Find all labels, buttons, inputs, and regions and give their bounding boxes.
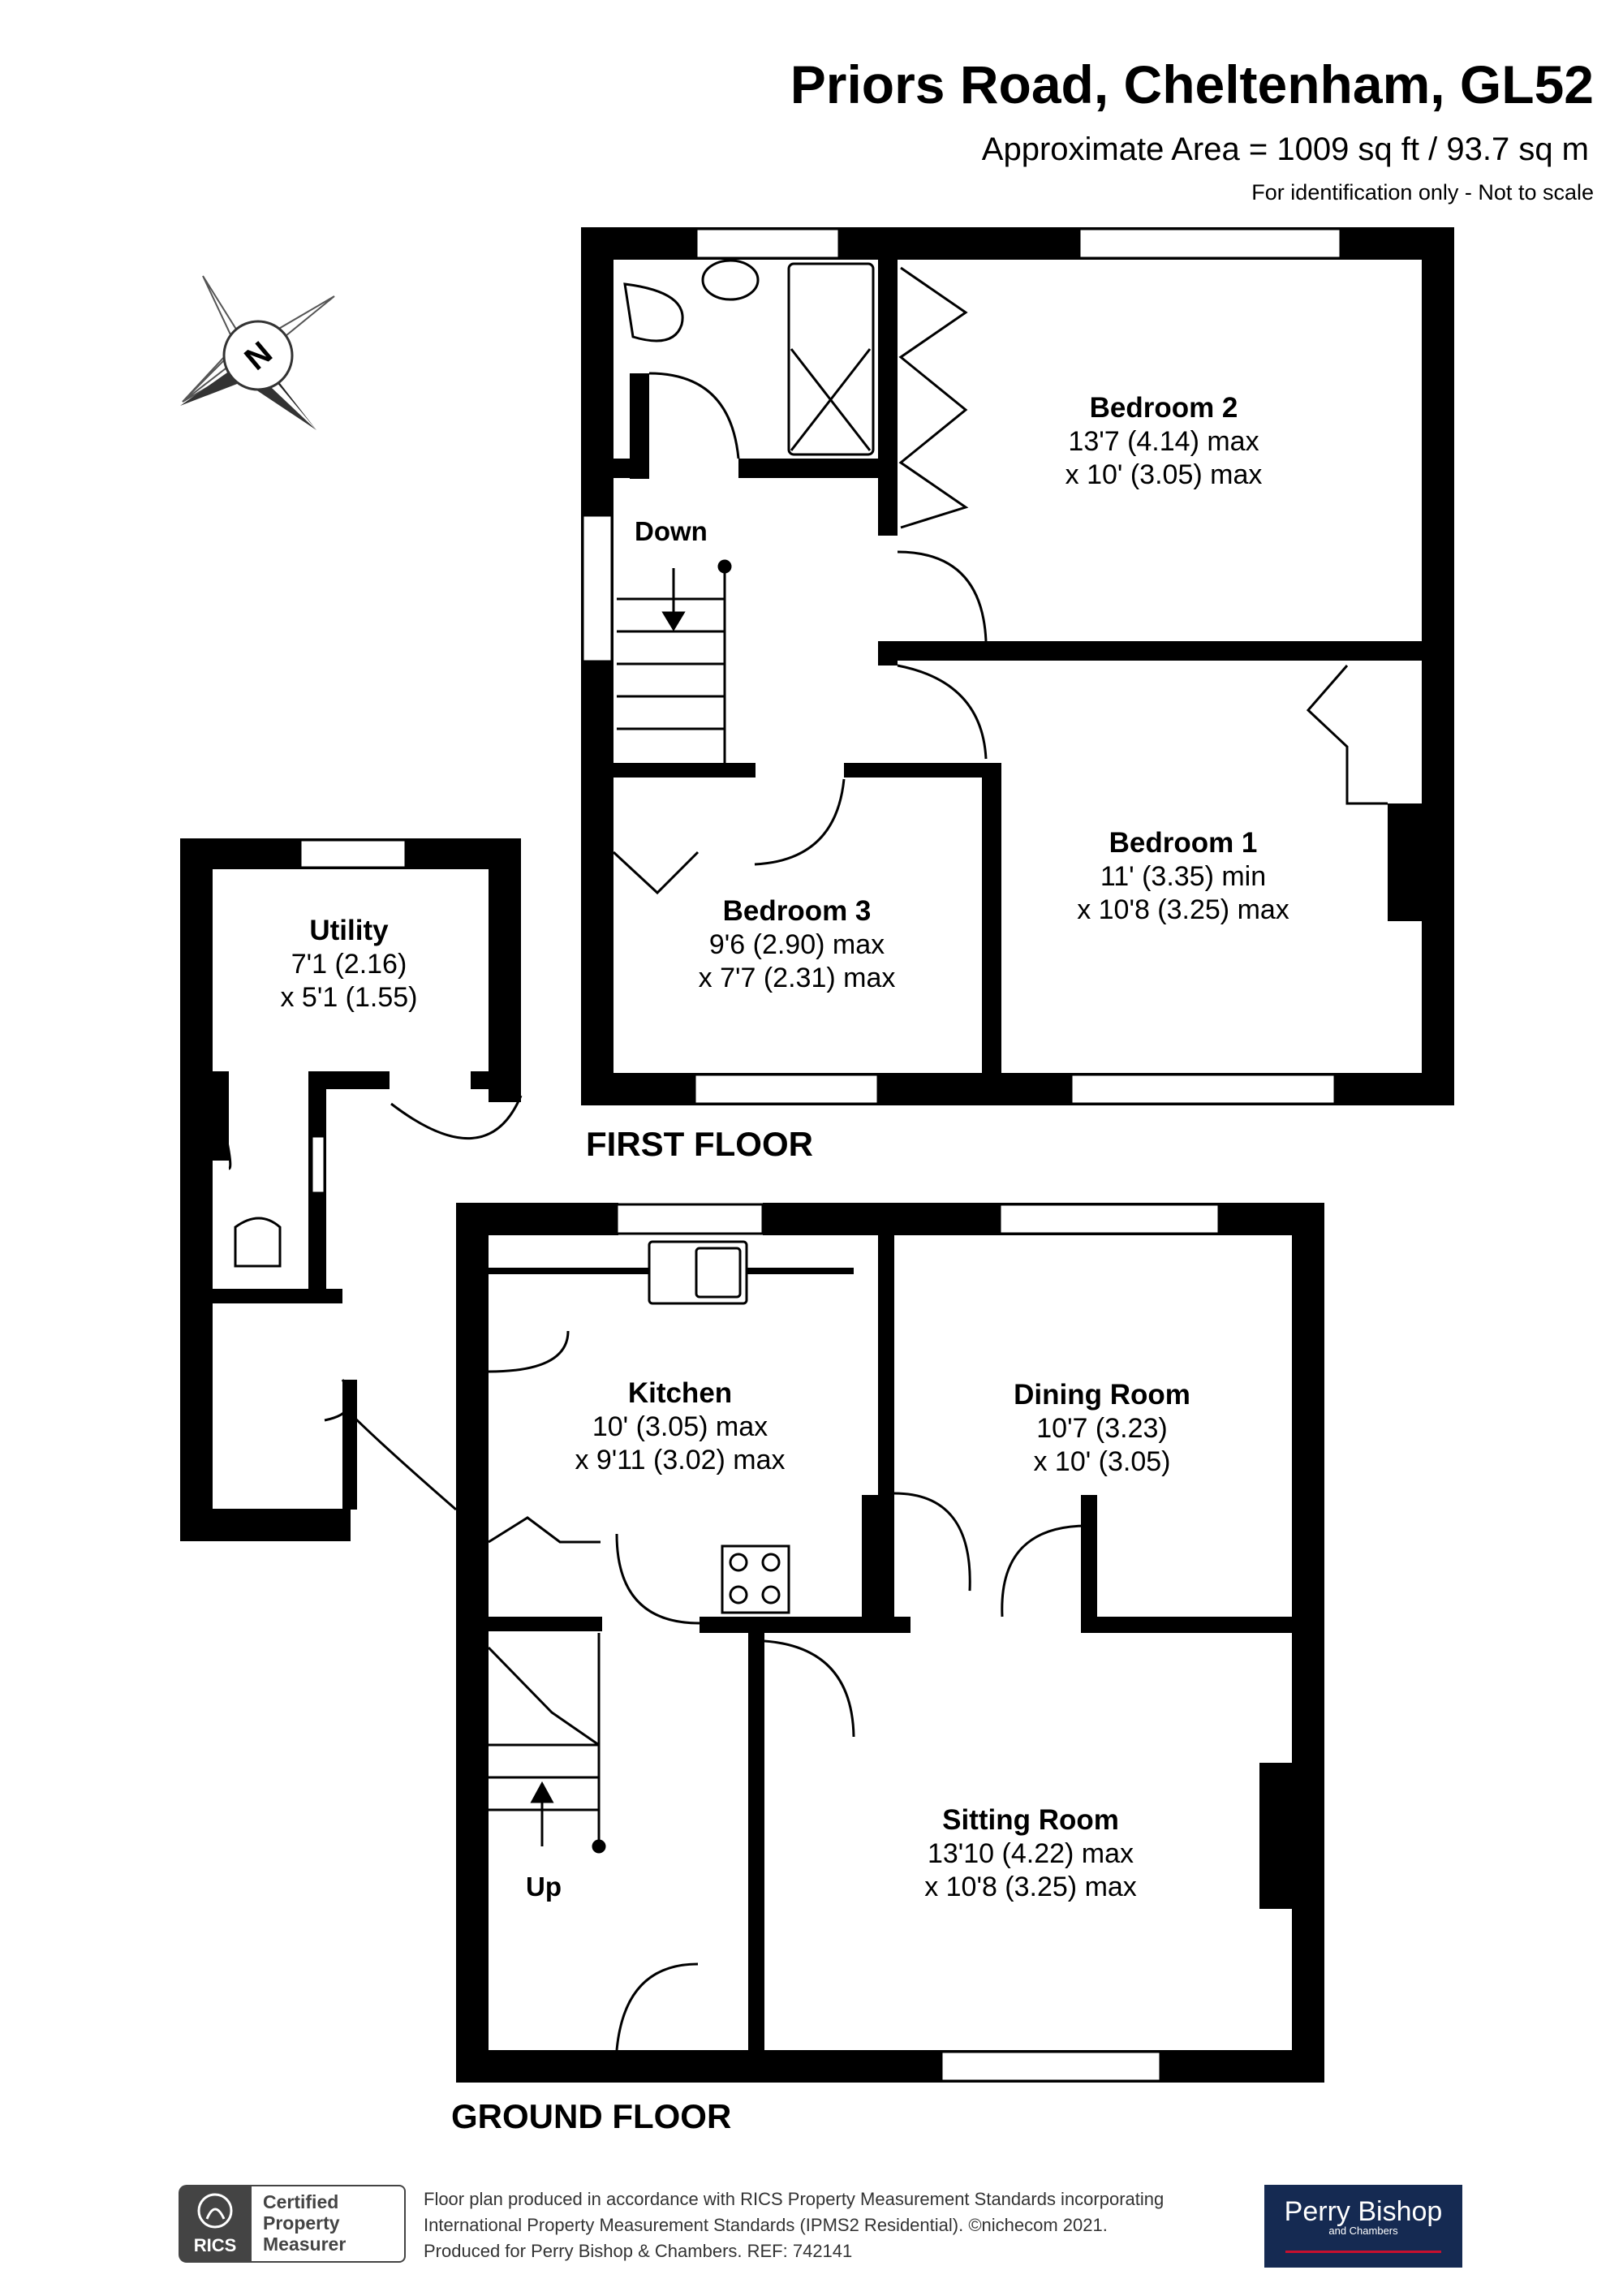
room-dimension: 13'10 (4.22) max [927,1838,1134,1869]
lion-icon [197,2193,233,2229]
approximate-area: Approximate Area = 1009 sq ft / 93.7 sq … [981,131,1589,167]
room-dining-room: Dining Room 10'7 (3.23) x 10' (3.05) [1014,1378,1190,1479]
ground-floor-stairs-doors [211,1079,1088,2051]
first-floor-stairs [617,559,732,763]
room-sitting-room: Sitting Room 13'10 (4.22) max x 10'8 (3.… [924,1803,1137,1904]
stairs-up-label: Up [526,1872,562,1902]
room-name: Kitchen [627,1377,733,1409]
room-bedroom-2: Bedroom 2 13'7 (4.14) max x 10' (3.05) m… [1065,391,1263,492]
rics-logo-text: RICS [193,2235,237,2255]
badge-line: Measurer [263,2234,347,2255]
room-dimension: 9'6 (2.90) max [708,929,885,960]
bathroom-fixtures [623,259,875,456]
room-kitchen: Kitchen 10' (3.05) max x 9'11 (3.02) max [575,1376,785,1477]
room-dimension: x 10'8 (3.25) max [1077,894,1289,925]
ground-floor-walls [180,838,1324,2083]
rics-logo: RICS [179,2185,252,2263]
room-name: Dining Room [1014,1379,1190,1411]
room-name: Utility [309,915,389,946]
room-dimension: x 10' (3.05) max [1065,459,1263,490]
first-floor-label: FIRST FLOOR [586,1125,813,1163]
agent-name: Perry Bishop [1284,2196,1443,2227]
badge-line: Property [263,2212,340,2234]
room-name: Bedroom 2 [1089,392,1238,424]
compass-icon: N [180,275,335,430]
room-dimension: x 7'7 (2.31) max [698,962,896,993]
ground-floor-fixtures [234,1217,790,1614]
room-bedroom-3: Bedroom 3 9'6 (2.90) max x 7'7 (2.31) ma… [699,894,896,995]
room-dimension: 11' (3.35) min [1100,861,1267,892]
property-address-title: Priors Road, Cheltenham, GL52 [790,54,1594,114]
first-floor-windows [581,227,1342,1105]
footer-disclaimer: Floor plan produced in accordance with R… [424,2186,1164,2264]
agent-subtitle: and Chambers [1328,2225,1398,2237]
room-dimension: x 9'11 (3.02) max [575,1444,786,1475]
room-dimension: 7'1 (2.16) [291,949,407,980]
agent-logo-underline [1285,2251,1441,2253]
room-name: Sitting Room [942,1804,1119,1836]
rics-certified-badge: RICS Certified Property Measurer [179,2185,407,2263]
scale-disclaimer: For identification only - Not to scale [1251,180,1594,205]
room-dimension: 13'7 (4.14) max [1068,426,1259,457]
agent-logo: Perry Bishop and Chambers [1264,2185,1462,2268]
certified-measurer-box: Certified Property Measurer [252,2185,406,2263]
stairs-down-label: Down [635,516,708,546]
room-bedroom-1: Bedroom 1 11' (3.35) min x 10'8 (3.25) m… [1077,826,1289,927]
room-dimension: 10'7 (3.23) [1036,1413,1168,1444]
ground-floor-label: GROUND FLOOR [451,2097,732,2135]
badge-line: Certified [263,2191,339,2212]
ground-floor-windows [299,838,1220,2083]
room-utility: Utility 7'1 (2.16) x 5'1 (1.55) [280,914,417,1014]
footer-line: Floor plan produced in accordance with R… [424,2189,1165,2209]
first-floor-doors [612,266,1388,895]
room-name: Bedroom 3 [722,895,872,927]
footer-line: International Property Measurement Stand… [424,2215,1108,2235]
room-dimension: x 10' (3.05) [1033,1445,1171,1477]
footer-line: Produced for Perry Bishop & Chambers. RE… [424,2241,853,2261]
room-dimension: x 10'8 (3.25) max [924,1871,1137,1902]
room-dimension: x 5'1 (1.55) [280,981,418,1013]
room-name: Bedroom 1 [1109,827,1258,859]
room-dimension: 10' (3.05) max [592,1411,768,1442]
